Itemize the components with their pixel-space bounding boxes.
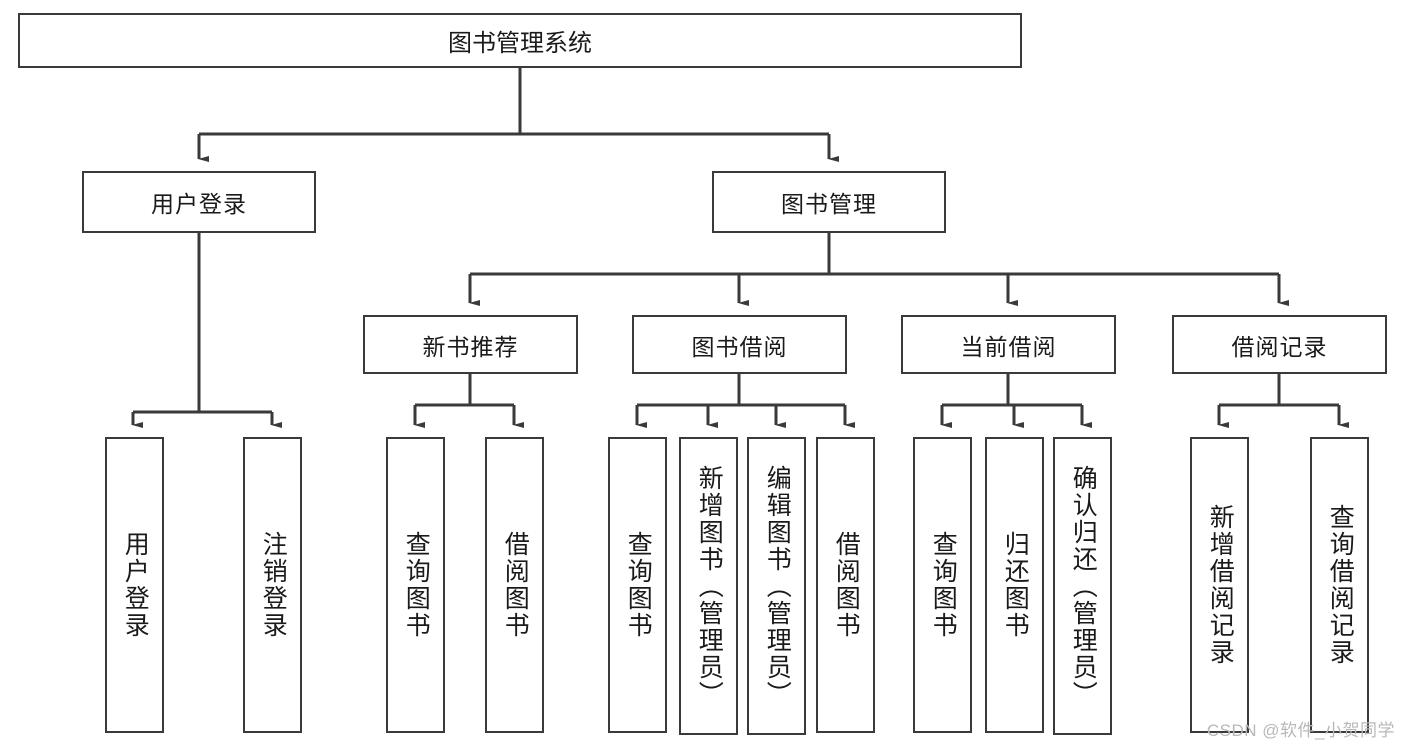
node-label: 查询图书 (624, 531, 653, 639)
node-label: 查询图书 (402, 531, 431, 639)
node-label: 查询借阅记录 (1326, 504, 1355, 666)
node-label: 用户登录 (151, 191, 247, 217)
node-book-borrow[interactable]: 图书借阅 (632, 315, 847, 374)
node-label: 当前借阅 (960, 333, 1057, 360)
node-leaf-query-book-2[interactable]: 查询图书 (608, 437, 667, 733)
node-leaf-return-book[interactable]: 归还图书 (985, 437, 1044, 733)
node-label: 编辑图书（管理员） (763, 464, 792, 708)
node-leaf-add-book[interactable]: 新增图书（管理员） (679, 437, 738, 735)
node-label: 注销登录 (259, 531, 288, 639)
node-label: 图书借阅 (691, 333, 788, 360)
node-label: 图书管理 (781, 191, 877, 217)
node-root[interactable]: 图书管理系统 (18, 13, 1022, 68)
node-label: 新书推荐 (422, 333, 519, 360)
node-leaf-confirm-return[interactable]: 确认归还（管理员） (1053, 437, 1112, 735)
node-leaf-query-book-3[interactable]: 查询图书 (913, 437, 972, 733)
node-label: 归还图书 (1001, 531, 1030, 639)
node-label: 新增图书（管理员） (695, 464, 724, 708)
node-user-login[interactable]: 用户登录 (82, 171, 316, 233)
node-label: 借阅图书 (832, 531, 861, 639)
node-label: 新增借阅记录 (1206, 504, 1235, 666)
node-label: 查询图书 (929, 531, 958, 639)
csdn-watermark: CSDN @软件_小贺同学 (1206, 721, 1395, 740)
node-leaf-borrow-book-2[interactable]: 借阅图书 (816, 437, 875, 733)
node-leaf-query-book-1[interactable]: 查询图书 (386, 437, 445, 733)
node-leaf-query-record[interactable]: 查询借阅记录 (1310, 437, 1369, 733)
node-leaf-user-login[interactable]: 用户登录 (105, 437, 164, 733)
node-current-borrow[interactable]: 当前借阅 (901, 315, 1116, 374)
node-leaf-edit-book[interactable]: 编辑图书（管理员） (747, 437, 806, 735)
node-label: 借阅图书 (501, 531, 530, 639)
node-book-manage[interactable]: 图书管理 (712, 171, 946, 233)
node-label: 借阅记录 (1231, 333, 1328, 360)
node-label: 确认归还（管理员） (1069, 464, 1098, 708)
node-new-book-recommend[interactable]: 新书推荐 (363, 315, 578, 374)
node-leaf-add-record[interactable]: 新增借阅记录 (1190, 437, 1249, 733)
node-label: 用户登录 (121, 531, 150, 639)
node-leaf-logout[interactable]: 注销登录 (243, 437, 302, 733)
node-leaf-borrow-book-1[interactable]: 借阅图书 (485, 437, 544, 733)
node-borrow-record[interactable]: 借阅记录 (1172, 315, 1387, 374)
node-label: 图书管理系统 (448, 30, 592, 57)
